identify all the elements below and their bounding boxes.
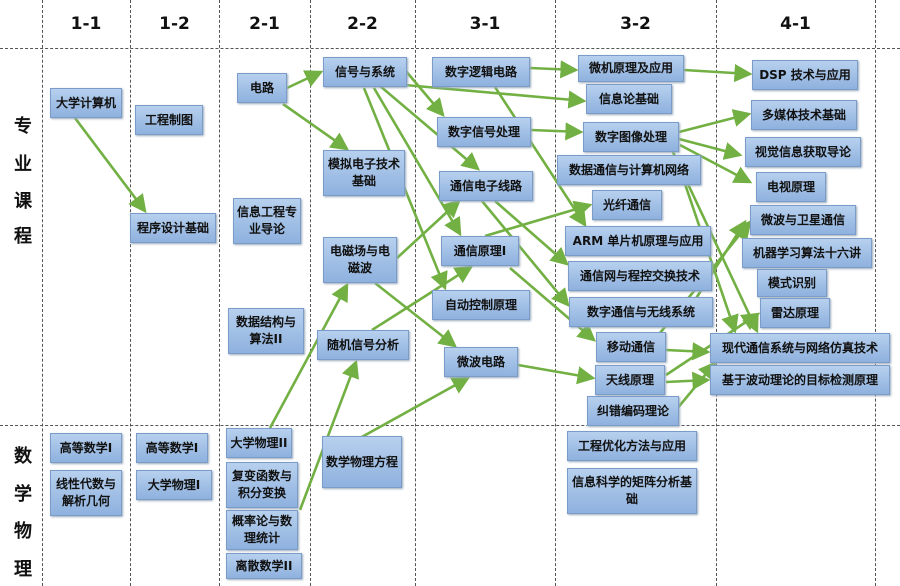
course-box: 数字通信与无线系统 bbox=[569, 297, 713, 327]
column-divider bbox=[875, 0, 876, 586]
course-box: 光纤通信 bbox=[592, 190, 662, 220]
arrow bbox=[282, 102, 350, 151]
course-box: 随机信号分析 bbox=[317, 330, 409, 360]
course-box: 视觉信息获取导论 bbox=[745, 137, 861, 167]
row-label: 课 bbox=[14, 191, 32, 212]
arrow bbox=[404, 69, 445, 117]
semester-header: 1-1 bbox=[70, 14, 102, 34]
course-box: 现代通信系统与网络仿真技术 bbox=[710, 333, 890, 363]
arrow bbox=[494, 200, 569, 266]
course-box: 工程制图 bbox=[135, 105, 203, 135]
course-box: 信息论基础 bbox=[586, 84, 672, 114]
course-box: 数字图像处理 bbox=[583, 122, 679, 152]
course-box: 信息科学的矩阵分析基础 bbox=[567, 468, 697, 514]
course-box: 线性代数与解析几何 bbox=[50, 470, 122, 516]
column-divider bbox=[42, 0, 43, 586]
row-divider bbox=[0, 425, 900, 426]
arrow bbox=[379, 85, 480, 171]
header-divider bbox=[0, 48, 900, 49]
arrow bbox=[484, 200, 593, 238]
course-box: 信息工程专业导论 bbox=[233, 198, 301, 244]
column-divider bbox=[310, 0, 311, 586]
course-box: 通信网与程控交换技术 bbox=[568, 261, 712, 291]
course-box: DSP 技术与应用 bbox=[752, 60, 858, 90]
course-box: 大学物理II bbox=[226, 428, 292, 458]
column-divider bbox=[130, 0, 131, 586]
arrow bbox=[374, 281, 458, 348]
course-box: 微机原理及应用 bbox=[578, 55, 684, 82]
arrow bbox=[529, 60, 579, 79]
course-box: 通信原理I bbox=[441, 236, 519, 266]
row-label: 数 bbox=[14, 446, 32, 467]
semester-header: 2-2 bbox=[347, 14, 378, 34]
course-box: ARM 单片机原理与应用 bbox=[565, 226, 711, 256]
row-label: 物 bbox=[14, 521, 32, 542]
course-box: 雷达原理 bbox=[760, 298, 830, 328]
arrow bbox=[396, 199, 461, 259]
semester-header: 3-1 bbox=[469, 14, 501, 34]
semester-header: 1-2 bbox=[159, 14, 190, 34]
course-box: 大学计算机 bbox=[50, 88, 122, 118]
row-label: 专 bbox=[14, 116, 32, 137]
course-box: 纠错编码理论 bbox=[587, 396, 679, 426]
arrow bbox=[683, 183, 739, 334]
row-label: 程 bbox=[14, 226, 32, 247]
course-box: 机器学习算法十六讲 bbox=[742, 238, 872, 268]
arrow bbox=[683, 63, 753, 83]
course-box: 微波与卫星通信 bbox=[750, 205, 856, 235]
arrow bbox=[404, 83, 587, 109]
row-label: 业 bbox=[14, 154, 32, 175]
arrow bbox=[509, 267, 596, 342]
row-label: 学 bbox=[14, 484, 32, 505]
course-box: 高等数学I bbox=[50, 433, 122, 463]
column-divider bbox=[415, 0, 416, 586]
course-box: 通信电子线路 bbox=[439, 171, 533, 201]
course-box: 信号与系统 bbox=[323, 57, 407, 87]
course-box: 复变函数与积分变换 bbox=[226, 462, 298, 508]
arrow bbox=[678, 109, 752, 134]
course-box: 模式识别 bbox=[757, 269, 827, 297]
arrow bbox=[480, 200, 570, 308]
arrow bbox=[530, 122, 584, 141]
course-box: 电视原理 bbox=[756, 172, 826, 202]
course-box: 数字逻辑电路 bbox=[432, 57, 530, 87]
course-box: 数学物理方程 bbox=[322, 436, 402, 488]
row-label: 理 bbox=[14, 559, 32, 580]
course-box: 程序设计基础 bbox=[130, 213, 216, 243]
course-box: 数字信号处理 bbox=[437, 117, 531, 147]
course-box: 模拟电子技术基础 bbox=[323, 150, 405, 196]
course-box: 高等数学I bbox=[136, 433, 208, 463]
arrow bbox=[679, 143, 753, 184]
course-box: 离散数学II bbox=[226, 553, 302, 579]
course-box: 天线原理 bbox=[595, 365, 665, 395]
course-box: 大学物理I bbox=[136, 470, 212, 500]
course-box: 多媒体技术基础 bbox=[751, 100, 857, 130]
arrow bbox=[286, 70, 324, 90]
course-box: 概率论与数理统计 bbox=[226, 510, 298, 550]
course-box: 移动通信 bbox=[596, 332, 666, 362]
course-box: 电磁场与电磁波 bbox=[323, 237, 397, 283]
semester-header: 3-2 bbox=[620, 14, 651, 34]
column-divider bbox=[219, 0, 220, 586]
arrow bbox=[678, 137, 743, 160]
arrow bbox=[517, 363, 596, 385]
course-box: 数据结构与算法II bbox=[228, 308, 304, 354]
course-box: 微波电路 bbox=[444, 347, 518, 377]
course-box: 数据通信与计算机网络 bbox=[557, 155, 701, 185]
semester-header: 2-1 bbox=[249, 14, 280, 34]
arrow bbox=[268, 282, 349, 429]
arrow bbox=[73, 117, 147, 214]
course-box: 电路 bbox=[237, 73, 287, 103]
course-box: 自动控制原理 bbox=[432, 290, 530, 320]
column-divider bbox=[716, 0, 717, 586]
semester-header: 4-1 bbox=[780, 14, 811, 34]
arrow bbox=[493, 86, 587, 228]
course-box: 基于波动理论的目标检测原理 bbox=[710, 365, 890, 395]
course-box: 工程优化方法与应用 bbox=[567, 431, 697, 461]
arrow bbox=[371, 265, 474, 332]
arrow bbox=[359, 376, 471, 440]
arrow bbox=[674, 360, 717, 411]
